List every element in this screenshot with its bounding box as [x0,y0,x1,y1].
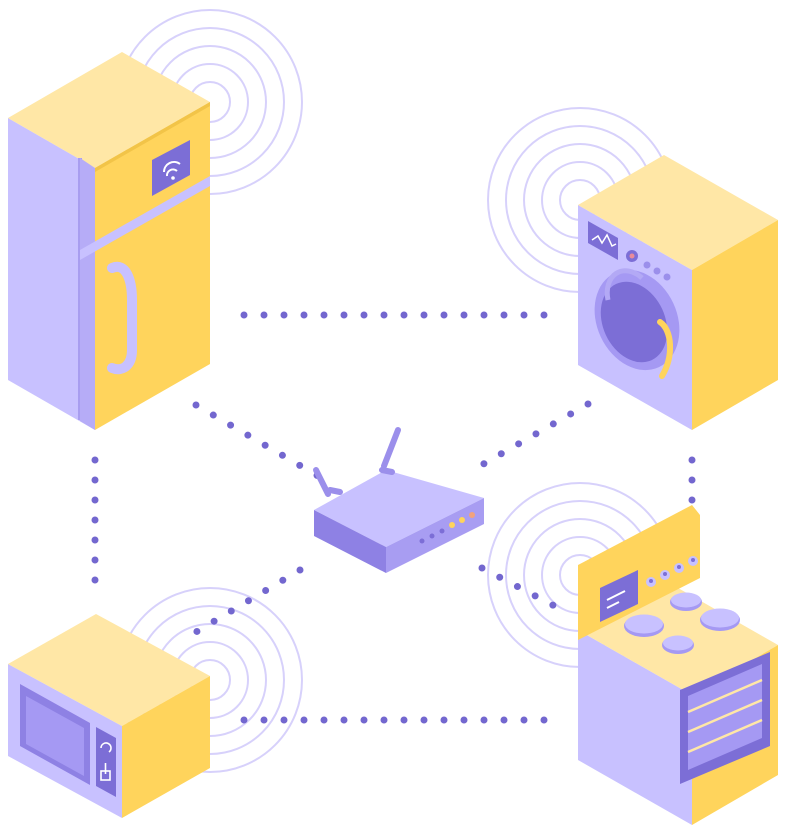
refrigerator-icon [8,52,210,430]
microwave-icon [8,614,210,818]
link-fridge-router [192,401,322,480]
link-microwave-router [192,566,304,636]
washing-machine-icon [578,155,778,430]
router-icon [313,427,484,573]
link-washer-router [476,400,592,470]
connection-lines [91,311,696,724]
link-stove-router [478,564,570,616]
stove-icon [578,505,778,825]
